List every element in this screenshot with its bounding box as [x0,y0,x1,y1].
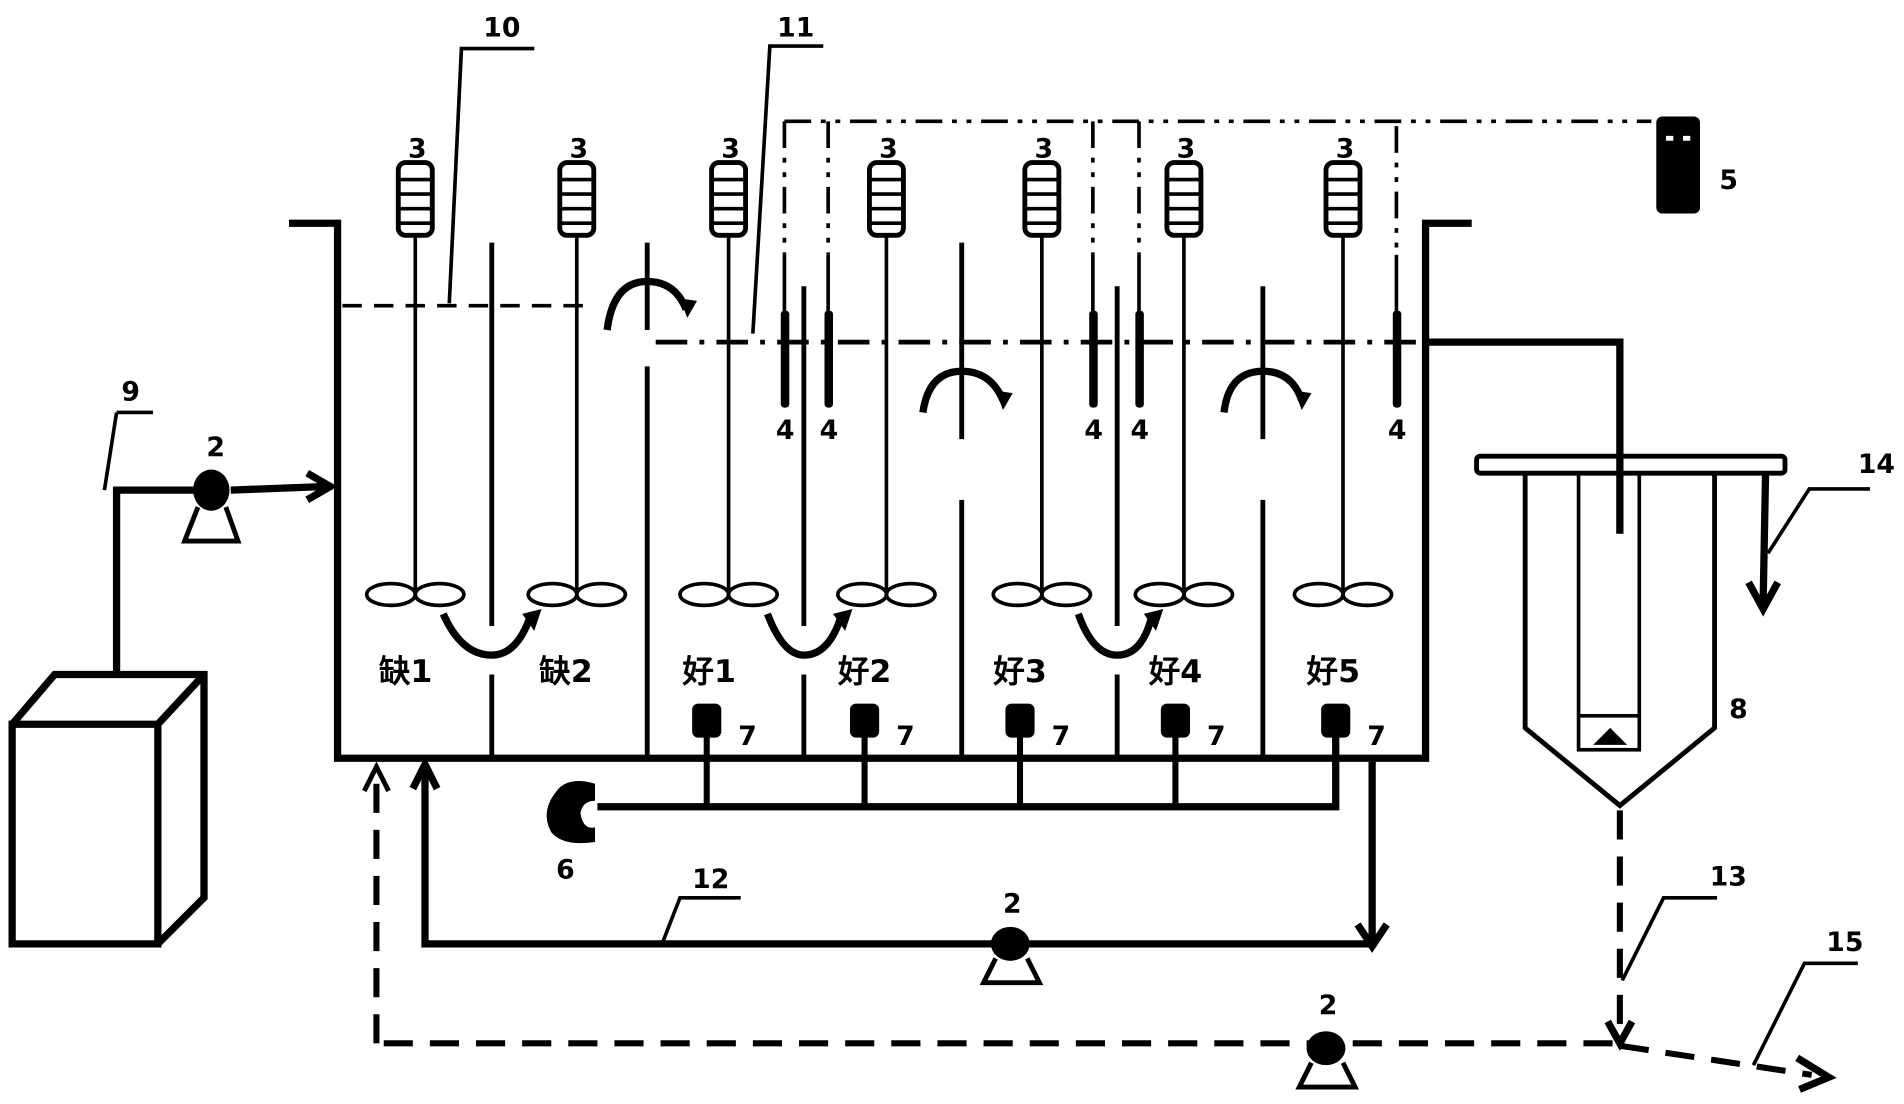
overflow-arrow-1 [603,277,690,331]
label-probe: 4 [776,415,795,446]
label-aerobic-level: 11 [777,12,814,43]
label-stirrer: 3 [879,134,898,165]
label-aerator: 7 [1052,721,1071,752]
label-aerator: 7 [738,721,757,752]
reactor-tank [289,219,1472,762]
stirrer-icon: 3 [836,134,937,608]
label-aerator: 7 [896,721,915,752]
label-blower: 6 [556,854,575,885]
probe-icon: 4 [776,254,795,446]
zone-label-anoxic-2: 缺2 [539,654,593,690]
overflow-arrow-3 [1220,367,1306,413]
blower-icon [546,780,595,844]
zone-label-aerobic-2: 好2 [837,654,892,690]
leader-15 [1751,961,1858,1066]
probe-icon: 4 [1388,254,1407,446]
label-probe: 4 [820,415,839,446]
aerator-icon: 7 [850,703,915,807]
label-controller: 5 [1719,165,1738,196]
zone-label-anoxic-1: 缺1 [379,654,433,690]
controller-icon [1656,116,1700,214]
label-stirrer: 3 [570,134,589,165]
feed-tank [8,670,208,948]
label-pump-sludge: 2 [1319,990,1338,1021]
pump-icon [979,926,1044,986]
pump-icon [1295,1031,1360,1090]
label-influent-line: 9 [121,376,140,407]
leader-9 [102,412,119,491]
label-stirrer: 3 [1336,134,1355,165]
probe-icon: 4 [820,254,839,446]
underflow-arrow-1 [439,612,533,659]
flow-arrows [439,277,1312,659]
aerator-icon: 7 [1005,703,1071,807]
label-sludge-return: 13 [1710,862,1747,893]
effluent-pipe [1425,338,1624,534]
zone-labels: 缺1 缺2 好1 好2 好3 好4 好5 [379,654,1360,690]
label-pump-influent: 2 [206,432,225,463]
underflow-arrow-3 [1074,612,1155,659]
leader-10 [447,46,535,304]
label-clarifier: 8 [1729,694,1748,725]
effluent-line [1759,473,1770,602]
label-probe: 4 [1388,415,1407,446]
underflow-arrow-2 [764,612,844,659]
stirrer-icon: 3 [1133,134,1235,608]
label-aerator: 7 [1367,721,1386,752]
nitrate-recycle-line [409,756,1390,953]
zone-label-aerobic-3: 好3 [992,654,1047,690]
influent-line [112,469,338,675]
label-stirrer: 3 [1177,134,1196,165]
stirrer-icon: 3 [526,134,628,608]
partition-walls [489,242,1266,759]
label-probe: 4 [1084,415,1103,446]
clarifier [1474,453,1788,809]
label-stirrer: 3 [408,134,427,165]
pump-icon [181,469,242,544]
aerator-icon: 7 [692,703,757,807]
label-pump-recycle: 2 [1003,888,1022,919]
leader-11 [751,44,824,334]
label-stirrer: 3 [721,134,740,165]
label-nitrate-recycle: 12 [692,864,729,895]
label-probe: 4 [1131,415,1150,446]
label-effluent: 14 [1858,449,1895,480]
aerator-icon: 7 [1160,703,1226,807]
zone-label-aerobic-1: 好1 [681,654,736,690]
air-manifold [597,727,1340,811]
stirrer-icon: 3 [991,134,1093,608]
stirrer-icon: 3 [678,134,779,608]
label-aerator: 7 [1207,721,1226,752]
label-waste-sludge: 15 [1826,927,1863,958]
leader-14 [1766,487,1870,555]
overflow-arrow-2 [919,367,1007,414]
zone-label-aerobic-5: 好5 [1306,654,1361,690]
zone-label-aerobic-4: 好4 [1148,654,1203,690]
controller-wiring [782,119,1652,255]
probe-icon: 4 [1131,254,1150,446]
probe-icon: 4 [1084,254,1103,446]
stirrer-icon: 3 [1292,134,1394,608]
aerators: 7 7 7 7 7 [692,703,1386,807]
label-stirrer: 3 [1035,134,1054,165]
stirrers: 3 3 3 3 3 3 3 [364,134,1394,608]
stirrer-icon: 3 [364,134,466,608]
leader-12 [661,895,741,943]
leader-13 [1620,895,1717,982]
waste-sludge-line [1619,1042,1813,1078]
label-anoxic-level: 10 [483,12,520,43]
